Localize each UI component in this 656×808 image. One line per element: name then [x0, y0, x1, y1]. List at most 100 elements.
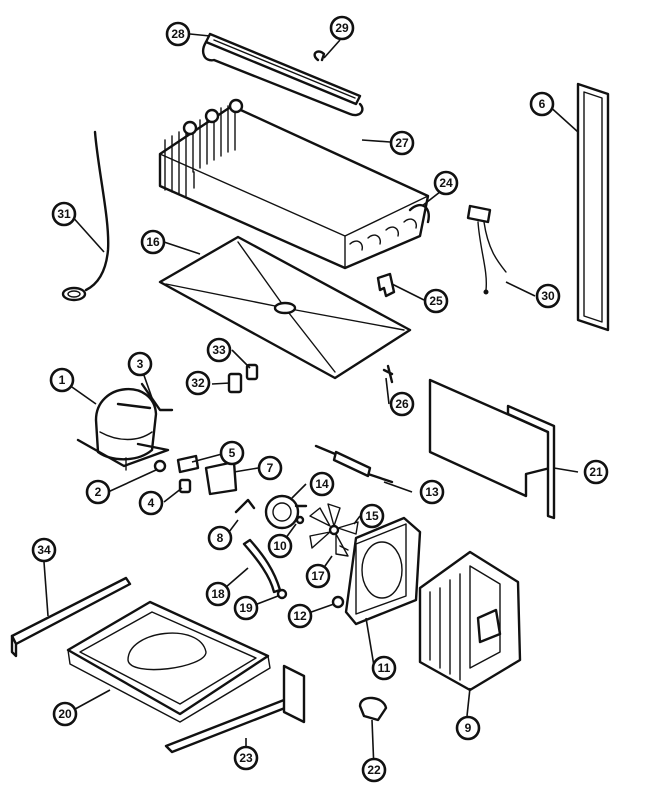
- callout-label-16: 16: [146, 235, 160, 249]
- part-wire: [140, 382, 174, 412]
- part-duct-panel: [428, 378, 556, 520]
- callout-label-13: 13: [425, 485, 439, 499]
- callout-label-2: 2: [95, 485, 102, 499]
- part-back-panel: [576, 82, 610, 332]
- callout-25: 25: [423, 288, 449, 314]
- callout-17: 17: [305, 563, 331, 589]
- part-clip: [313, 50, 326, 62]
- callout-11: 11: [371, 655, 397, 681]
- callout-12: 12: [287, 603, 313, 629]
- callout-15: 15: [359, 503, 385, 529]
- callout-label-9: 9: [465, 721, 472, 735]
- callout-29: 29: [329, 15, 355, 41]
- part-drain-hose: [61, 130, 110, 302]
- part-thermostat-wire: [466, 204, 507, 295]
- callout-label-14: 14: [315, 477, 329, 491]
- callout-label-7: 7: [267, 461, 274, 475]
- part-grommet-2: [153, 459, 167, 473]
- callout-10: 10: [267, 533, 293, 559]
- callout-2: 2: [85, 479, 111, 505]
- part-screw-19: [276, 588, 288, 600]
- callout-label-24: 24: [439, 176, 453, 190]
- callout-1: 1: [49, 367, 75, 393]
- callout-28: 28: [165, 21, 191, 47]
- part-fan-motor: [264, 494, 308, 530]
- callout-label-20: 20: [58, 707, 72, 721]
- callout-label-32: 32: [191, 376, 205, 390]
- callout-22: 22: [361, 757, 387, 783]
- part-condenser: [418, 550, 522, 692]
- callout-label-29: 29: [335, 21, 349, 35]
- part-rail: [10, 576, 132, 658]
- callout-label-22: 22: [367, 763, 381, 777]
- part-fan-shroud: [344, 516, 422, 626]
- part-grommet-32: [227, 372, 243, 394]
- callout-14: 14: [309, 471, 335, 497]
- callout-19: 19: [233, 595, 259, 621]
- callout-32: 32: [185, 370, 211, 396]
- callout-label-12: 12: [293, 609, 307, 623]
- part-evaporator: [158, 98, 430, 270]
- callout-label-27: 27: [395, 136, 409, 150]
- callout-21: 21: [583, 459, 609, 485]
- callout-3: 3: [127, 351, 153, 377]
- callout-label-3: 3: [137, 357, 144, 371]
- callout-18: 18: [205, 581, 231, 607]
- part-nut: [295, 515, 305, 525]
- callout-label-28: 28: [171, 27, 185, 41]
- callout-30: 30: [535, 283, 561, 309]
- part-drain-pan-base: [66, 600, 271, 723]
- part-clip-22: [358, 696, 388, 722]
- callout-5: 5: [219, 440, 245, 466]
- part-overload: [178, 478, 192, 494]
- callout-label-30: 30: [541, 289, 555, 303]
- callout-label-1: 1: [59, 373, 66, 387]
- callout-label-6: 6: [539, 97, 546, 111]
- callout-33: 33: [206, 337, 232, 363]
- callout-label-31: 31: [57, 207, 71, 221]
- part-fan-blade: [309, 503, 359, 557]
- part-clip-8: [234, 498, 256, 514]
- callout-23: 23: [233, 745, 259, 771]
- callout-6: 6: [529, 91, 555, 117]
- callout-34: 34: [31, 537, 57, 563]
- callout-7: 7: [257, 455, 283, 481]
- callout-label-8: 8: [217, 531, 224, 545]
- callout-label-33: 33: [212, 343, 226, 357]
- callout-label-21: 21: [589, 465, 603, 479]
- callout-27: 27: [389, 130, 415, 156]
- part-nut-12: [331, 595, 345, 609]
- callout-20: 20: [52, 701, 78, 727]
- callout-label-18: 18: [211, 587, 225, 601]
- callout-label-26: 26: [395, 397, 409, 411]
- callout-label-23: 23: [239, 751, 253, 765]
- callout-label-19: 19: [239, 601, 253, 615]
- part-heater-tube: [202, 32, 364, 117]
- callout-label-10: 10: [273, 539, 287, 553]
- callout-31: 31: [51, 201, 77, 227]
- callout-26: 26: [389, 391, 415, 417]
- part-relay: [176, 454, 200, 474]
- callout-8: 8: [207, 525, 233, 551]
- part-relay-cover: [204, 460, 238, 496]
- callout-label-5: 5: [229, 446, 236, 460]
- part-base-panel: [164, 664, 306, 754]
- part-screw: [382, 364, 394, 384]
- part-capillary-tube: [314, 444, 394, 484]
- callout-label-34: 34: [37, 543, 51, 557]
- callout-label-11: 11: [378, 661, 391, 675]
- part-bracket: [376, 272, 396, 298]
- part-compressor: [76, 388, 170, 471]
- callout-24: 24: [433, 170, 459, 196]
- callout-16: 16: [140, 229, 166, 255]
- callout-label-4: 4: [148, 496, 155, 510]
- part-grommet-33: [245, 363, 259, 381]
- callout-label-15: 15: [365, 509, 379, 523]
- callout-4: 4: [138, 490, 164, 516]
- callout-9: 9: [455, 715, 481, 741]
- callout-label-25: 25: [429, 294, 443, 308]
- callout-13: 13: [419, 479, 445, 505]
- part-drain-pan: [158, 235, 412, 380]
